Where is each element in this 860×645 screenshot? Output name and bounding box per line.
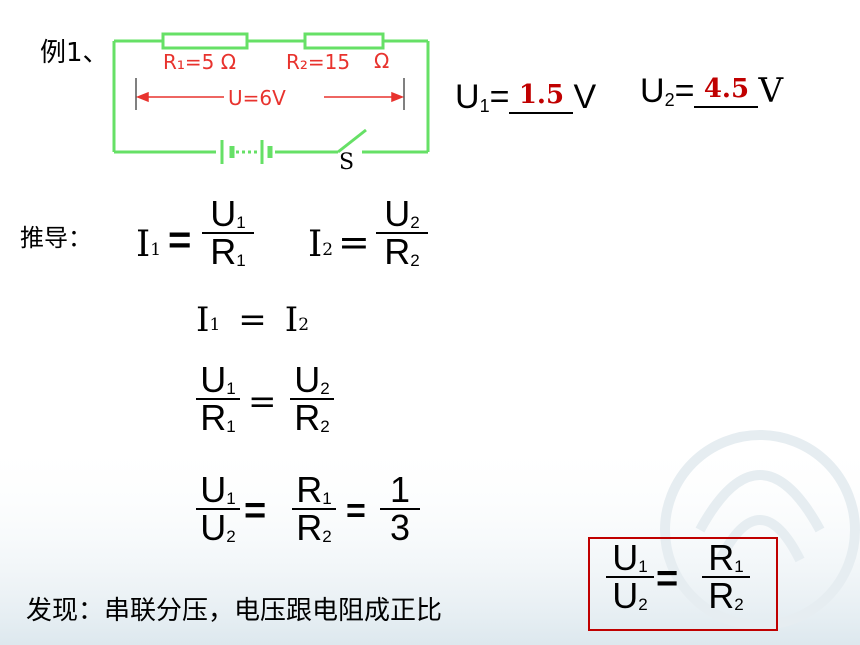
switch-lever	[337, 128, 367, 154]
u2-subscript: 2	[664, 90, 675, 110]
fraction-bar	[292, 508, 336, 510]
u2-equals: =	[674, 72, 695, 110]
r1-label: R₁=5 Ω	[163, 50, 237, 74]
u1-unit: V	[573, 78, 597, 116]
fraction-bar	[196, 508, 240, 510]
result-box	[588, 537, 778, 631]
fraction-bar	[196, 398, 240, 400]
i1-equals-i2: I1 = I2	[196, 300, 310, 340]
example-label: 例1、	[40, 38, 109, 68]
fraction-bar	[290, 398, 334, 400]
resistor-r1	[161, 32, 249, 50]
equals-3: =	[248, 382, 277, 422]
denominator: 3	[389, 507, 411, 548]
equals-4: =	[244, 490, 267, 532]
fraction-bar	[202, 232, 254, 234]
fraction-one-third: 1 3	[380, 472, 420, 546]
battery-symbol	[220, 140, 273, 164]
u1-symbol: U	[455, 78, 480, 116]
r2-label: R₂=15	[286, 50, 351, 74]
conclusion-text: 发现：串联分压，电压跟电阻成正比	[26, 596, 443, 626]
u1-value: 1.5	[518, 80, 565, 110]
i2-symbol: I2	[308, 224, 334, 265]
equals-5: =	[346, 492, 366, 530]
u1-equals: =	[489, 78, 510, 116]
fraction-bar	[606, 576, 654, 578]
voltage-label: U=6V	[228, 86, 286, 110]
u2-value: 4.5	[703, 74, 750, 104]
u1-blank: 1.5	[509, 73, 574, 114]
i1-symbol: I1	[136, 224, 162, 265]
u2-symbol: U	[640, 72, 665, 110]
switch-label: S	[339, 150, 355, 175]
voltage-arrow	[135, 78, 405, 110]
r2-unit: Ω	[374, 49, 390, 73]
equals-boxed: =	[656, 558, 679, 600]
equals-2: =	[338, 220, 370, 264]
u2-blank: 4.5	[694, 67, 759, 108]
resistor-r2	[303, 32, 385, 50]
circuit-diagram	[112, 32, 430, 164]
derivation-label: 推导：	[20, 224, 92, 252]
u2-unit: V	[758, 71, 783, 111]
equals-1: =	[168, 218, 192, 262]
numerator: 1	[389, 469, 411, 510]
fraction-bar	[702, 576, 750, 578]
fraction-bar	[380, 508, 420, 510]
u1-subscript: 1	[479, 96, 490, 116]
fraction-bar	[376, 232, 428, 234]
